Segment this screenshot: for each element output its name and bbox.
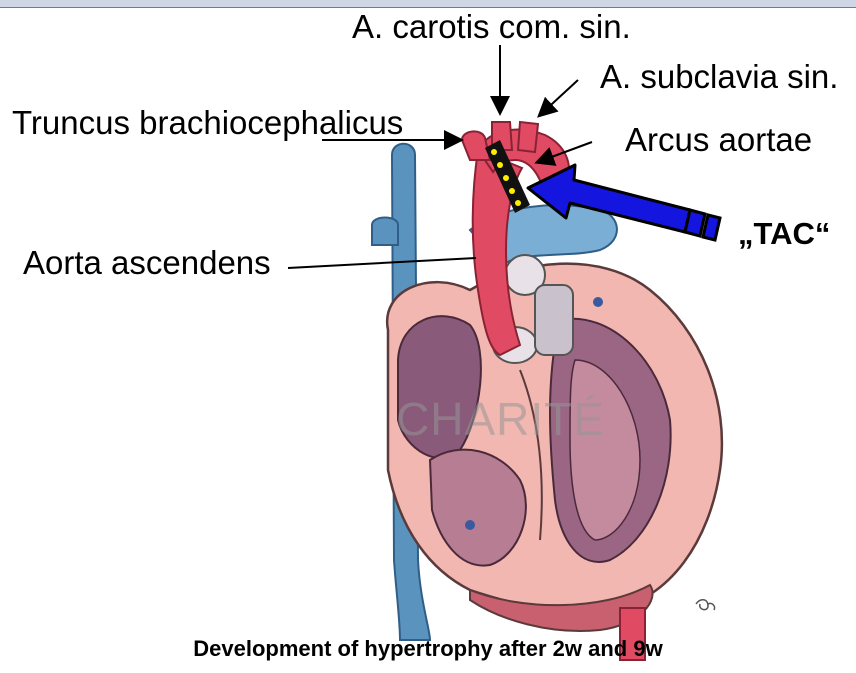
artist-signature xyxy=(696,600,715,610)
label-subclavia: A. subclavia sin. xyxy=(600,58,838,96)
truncus-branch xyxy=(462,131,490,160)
coronary-dot xyxy=(465,520,475,530)
pointer-subclavia xyxy=(540,80,578,115)
pulmonary-trunk xyxy=(535,285,573,355)
pointer-aorta xyxy=(288,258,476,268)
vena-cava-branch xyxy=(372,218,398,246)
coronary-dot xyxy=(593,297,603,307)
label-tac: „TAC“ xyxy=(738,216,830,252)
label-carotis: A. carotis com. sin. xyxy=(352,8,631,46)
figure-caption: Development of hypertrophy after 2w and … xyxy=(0,636,856,662)
subclavia-branch xyxy=(518,122,538,152)
label-arcus: Arcus aortae xyxy=(625,121,812,159)
label-aorta-ascendens: Aorta ascendens xyxy=(23,244,271,282)
watermark: CHARITÉ xyxy=(396,392,605,446)
label-truncus: Truncus brachiocephalicus xyxy=(12,104,403,142)
